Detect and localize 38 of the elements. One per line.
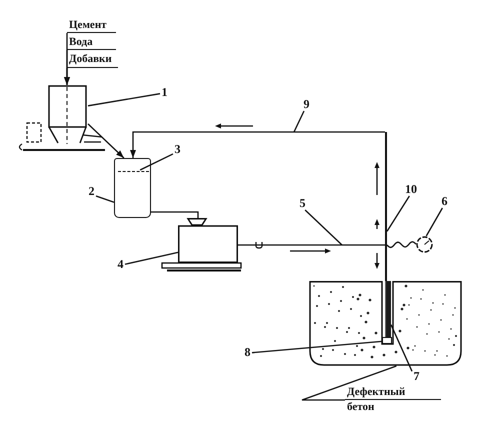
seal-plug: [382, 337, 392, 344]
wavy-tube: [386, 241, 416, 248]
pipe-line: [88, 123, 124, 158]
callout-number: 4: [116, 258, 125, 271]
concrete-block: [309, 281, 462, 366]
callout-number: 3: [173, 143, 182, 156]
pipe-line: [151, 211, 199, 218]
ingredient-label: Добавки: [67, 53, 118, 68]
hose-line: [238, 244, 385, 246]
callout-number: 1: [160, 86, 169, 99]
callout-number: 2: [87, 185, 96, 198]
mixer-silo: [48, 85, 88, 145]
callout-number: 10: [403, 183, 419, 196]
feed-line: [64, 68, 70, 85]
ingredient-label: Цемент: [67, 19, 116, 33]
leader-line: [96, 195, 114, 203]
callout-number: 6: [440, 195, 449, 208]
leader-line: [390, 324, 413, 372]
leader-line: [124, 252, 178, 265]
callout-number: 8: [243, 346, 252, 359]
leader-line: [293, 110, 305, 132]
strainer-line: [118, 171, 149, 174]
leader-line: [386, 196, 410, 232]
leader-line: [304, 210, 342, 246]
leader-line: [301, 365, 397, 401]
leader-line: [252, 340, 382, 354]
ingredient-label: Вода: [67, 36, 116, 50]
leader-line: [140, 153, 174, 171]
leader-line: [88, 93, 160, 106]
return-pipe: [130, 131, 385, 158]
pump-unit: [178, 218, 238, 263]
leader-line: [426, 208, 443, 236]
pressure-gauge: [416, 236, 433, 253]
callout-number: 7: [412, 370, 421, 383]
callout-number: 9: [302, 98, 311, 111]
storage-tank: [114, 158, 151, 218]
packer-rod: [385, 281, 391, 337]
callout-number: 5: [298, 197, 307, 210]
